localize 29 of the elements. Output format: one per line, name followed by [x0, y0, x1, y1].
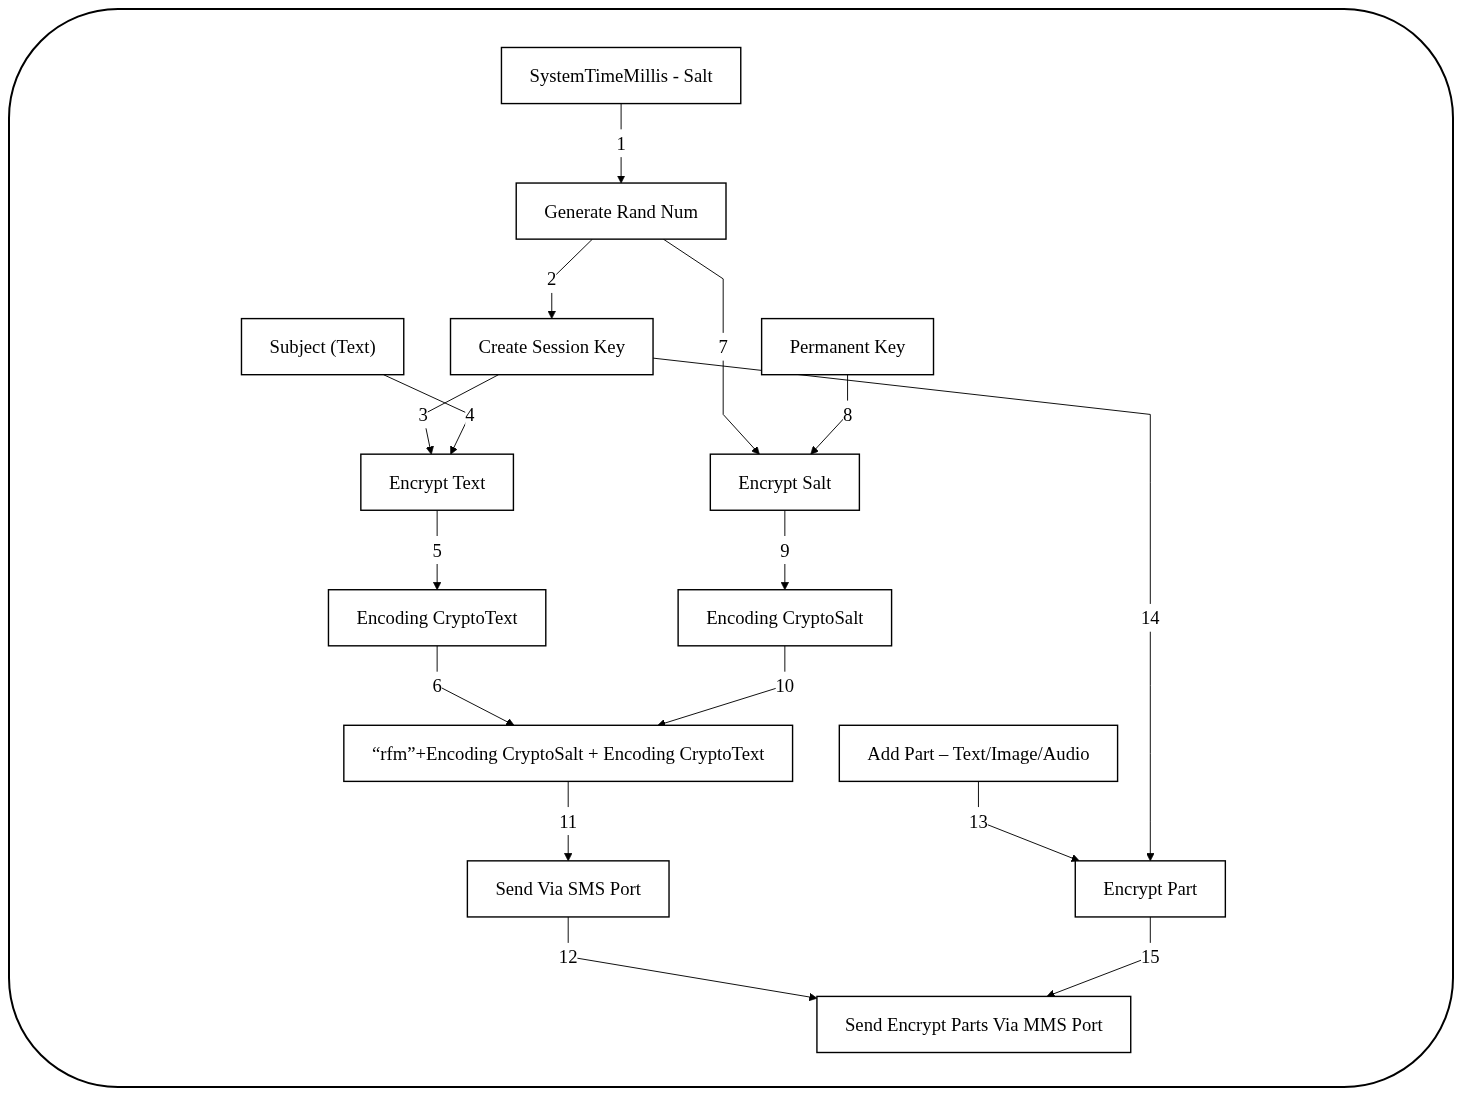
node-box: Encrypt Text: [359, 453, 514, 511]
edge-label: 8: [842, 404, 852, 425]
node-box: SystemTimeMillis - Salt: [500, 46, 742, 105]
node-box: Encrypt Salt: [709, 453, 860, 511]
edge-label: 3: [418, 404, 428, 425]
edge-label: 14: [1140, 607, 1160, 629]
edge-label: 15: [1140, 946, 1160, 967]
node-box: Create Session Key: [449, 317, 654, 376]
node-box: Add Part – Text/Image/Audio: [838, 724, 1118, 783]
edge-label: 2: [546, 268, 557, 290]
edge-label: 10: [775, 675, 794, 696]
node-box: Encrypt Part: [1074, 860, 1226, 918]
node-box: Subject (Text): [240, 317, 405, 376]
node-box: Send Via SMS Port: [466, 860, 670, 918]
node-box: Generate Rand Num: [515, 182, 727, 240]
edge-label: 11: [558, 810, 577, 832]
edge-label: 5: [432, 539, 442, 561]
node-box: Encoding CryptoText: [327, 589, 547, 647]
node-box: “rfm”+Encoding CryptoSalt + Encoding CryptoText: [342, 724, 793, 783]
edge-label: 7: [718, 336, 728, 357]
edge-label: 4: [464, 404, 475, 425]
edge-label: 6: [432, 675, 442, 696]
edge-label: 12: [558, 946, 578, 967]
node-box: Permanent Key: [760, 317, 934, 376]
edge-label: 13: [968, 810, 988, 832]
edge-label: 1: [616, 133, 626, 154]
node-box: Encoding CryptoSalt: [677, 589, 892, 647]
edge-label: 9: [779, 539, 790, 561]
node-box: Send Encrypt Parts Via MMS Port: [815, 995, 1131, 1054]
